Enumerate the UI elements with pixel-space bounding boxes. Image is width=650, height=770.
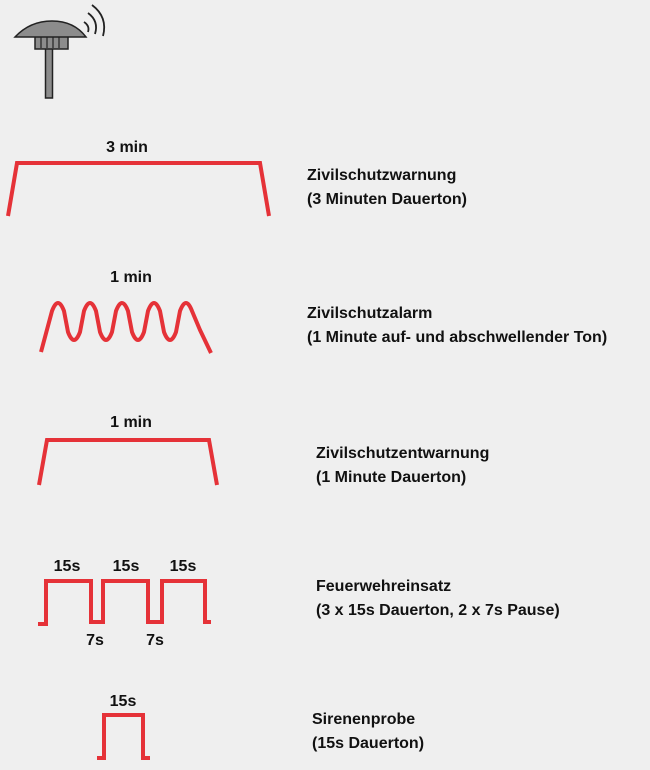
signal-title: Zivilschutzentwarnung [316, 445, 490, 462]
signal-label-sirenenprobe: Sirenenprobe (15s Dauerton) [312, 708, 424, 756]
signal-label-zivilschutzentwarnung: Zivilschutzentwarnung (1 Minute Dauerton… [316, 442, 489, 490]
signal-description: (1 Minute Dauerton) [316, 469, 467, 486]
signal-label-feuerwehreinsatz: Feuerwehreinsatz (3 x 15s Dauerton, 2 x … [316, 575, 560, 623]
duration-label: 7s [146, 632, 164, 649]
duration-label: 15s [112, 558, 140, 575]
waveform-zivilschutzwarnung [6, 161, 271, 217]
signal-title: Feuerwehreinsatz [316, 578, 452, 595]
signal-description: (3 Minuten Dauerton) [307, 191, 467, 208]
duration-label: 15s [109, 693, 137, 710]
siren-icon [13, 4, 106, 99]
duration-label: 1 min [110, 414, 152, 431]
signal-description: (1 Minute auf- und abschwellender Ton) [307, 329, 608, 346]
duration-label: 15s [53, 558, 81, 575]
signal-label-zivilschutzwarnung: Zivilschutzwarnung (3 Minuten Dauerton) [307, 164, 467, 212]
signal-description: (3 x 15s Dauerton, 2 x 7s Pause) [316, 602, 560, 619]
waveform-sirenenprobe [97, 713, 150, 760]
duration-label: 15s [169, 558, 197, 575]
duration-label: 7s [86, 632, 104, 649]
waveform-feuerwehreinsatz [38, 579, 211, 626]
signal-description: (15s Dauerton) [312, 735, 425, 752]
waveform-zivilschutzalarm [39, 301, 213, 354]
signal-title: Zivilschutzwarnung [307, 167, 457, 184]
duration-label: 1 min [110, 269, 152, 286]
duration-label: 3 min [106, 139, 148, 156]
signal-title: Zivilschutzalarm [307, 305, 433, 322]
signal-label-zivilschutzalarm: Zivilschutzalarm (1 Minute auf- und absc… [307, 302, 607, 350]
waveform-zivilschutzentwarnung [37, 438, 219, 486]
signal-title: Sirenenprobe [312, 711, 416, 728]
